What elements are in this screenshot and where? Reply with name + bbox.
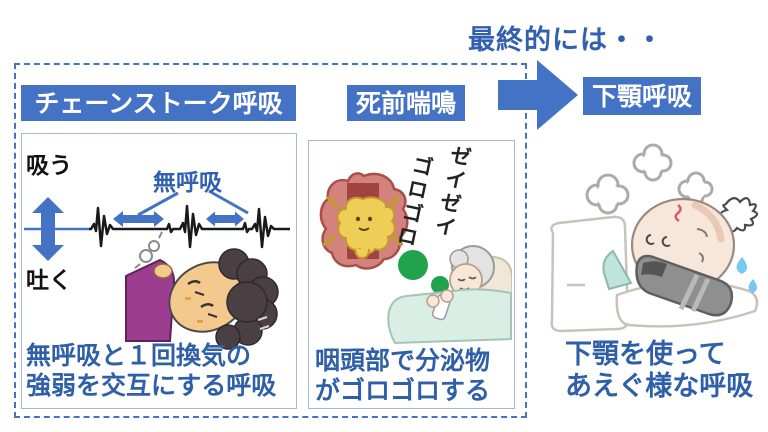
distressed-patient-illustration	[125, 231, 279, 350]
apnea-span-arrow-left-icon	[113, 211, 164, 227]
jaw-breathing-caption-line2: あえぐ様な呼吸	[565, 371, 754, 403]
apnea-span-arrow-right-icon	[206, 211, 244, 227]
exhale-label: 吐く	[26, 268, 72, 294]
flow-arrow-icon	[498, 60, 578, 130]
throat-secretion-illustration	[319, 172, 512, 345]
sweat-drop-icons	[736, 257, 757, 293]
death-rattle-caption-line1: 咽頭部で分泌物	[315, 346, 491, 375]
finally-label: 最終的には・・	[468, 25, 664, 56]
scalp-mark	[674, 204, 682, 223]
open-jaw	[635, 254, 734, 317]
throat-cross-section	[319, 172, 409, 270]
cheyne-stokes-diagram	[24, 189, 290, 350]
cheyne-stokes-caption-line2: 強弱を交互にする呼吸	[26, 370, 277, 400]
patient-collar	[602, 249, 633, 291]
phlegm-character	[323, 196, 403, 260]
title-jaw-breathing: 下顎呼吸	[583, 77, 701, 115]
stage-group-border	[14, 63, 527, 418]
jaw-breathing-patient-illustration	[550, 143, 759, 333]
cheyne-stokes-panel: 吸う 吐く 無呼吸 無呼吸と１回換気の 強弱を交互にする呼吸	[21, 133, 297, 409]
cheyne-stokes-caption-line1: 無呼吸と１回換気の	[26, 341, 252, 370]
death-rattle-panel: ゼイゼイ ゴロゴロ 咽頭部で分泌物 がゴロゴロする	[308, 140, 515, 409]
secretion-bubble-large	[398, 250, 428, 280]
title-death-rattle: 死前喘鳴	[347, 85, 465, 121]
breath-waveform	[89, 204, 290, 249]
patient-head	[630, 197, 736, 317]
title-cheyne-stokes: チェーンストーク呼吸	[21, 85, 296, 121]
death-rattle-caption: 咽頭部で分泌物 がゴロゴロする	[315, 346, 490, 405]
secretion-bubble-small	[431, 276, 449, 294]
cheyne-stokes-caption: 無呼吸と１回換気の 強弱を交互にする呼吸	[26, 341, 276, 400]
jaw-breathing-caption-line1: 下顎を使って	[565, 339, 726, 370]
apnea-label: 無呼吸	[153, 170, 222, 196]
apnea-pointer-lines	[137, 189, 249, 217]
jaw-breathing-caption: 下顎を使って あえぐ様な呼吸	[565, 339, 753, 404]
inhale-label: 吸う	[26, 153, 72, 179]
death-rattle-caption-line2: がゴロゴロする	[315, 375, 491, 405]
bedridden-patient-illustration	[387, 245, 512, 345]
